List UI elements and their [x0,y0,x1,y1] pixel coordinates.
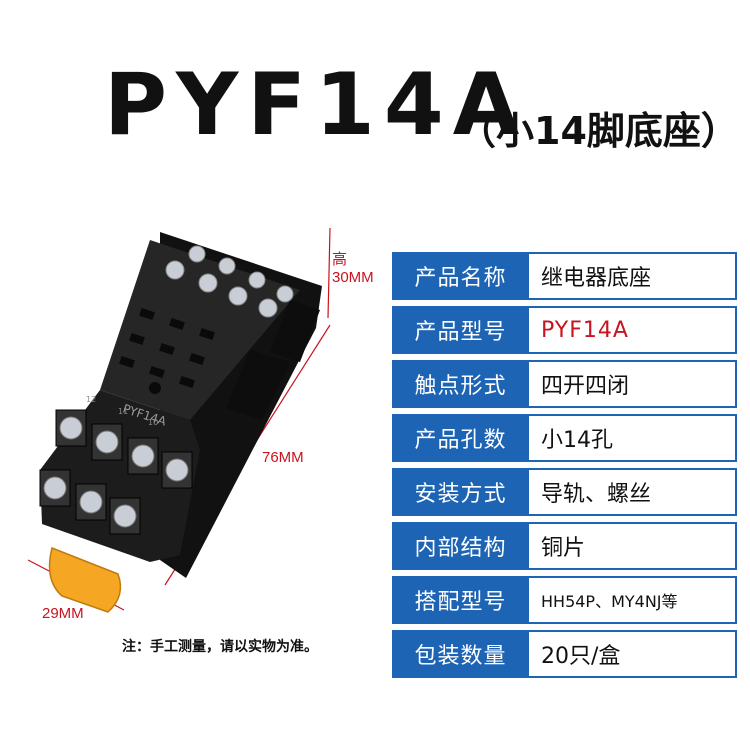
product-subtitle: （小14脚底座） [458,109,739,153]
height-dimension-label: 高 [332,251,348,268]
spec-row: 触点形式 四开四闭 [392,360,737,408]
spec-row: 搭配型号 HH54P、MY4NJ等 [392,576,737,624]
spec-row: 内部结构 铜片 [392,522,737,570]
measurement-note: 注：手工测量，请以实物为准。 [122,639,318,655]
height-dimension-line [327,227,331,319]
screw-icon [59,416,83,440]
spec-value: 四开四闭 [529,360,737,408]
spec-row: 包装数量 20只/盒 [392,630,737,678]
spec-label: 包装数量 [392,630,529,678]
spec-row: 产品名称 继电器底座 [392,252,737,300]
socket-body-top [100,240,300,420]
terminal-label-11: 11 [118,407,128,416]
spec-value: 小14孔 [529,414,737,462]
pin-holes [119,308,215,394]
screw-icon [165,260,185,280]
relay-socket-image: PYF14A 12 11 10 [27,227,331,613]
length-dimension: 76MM [262,449,304,466]
screw-icon [218,257,236,275]
screw-icon [228,286,248,306]
screw-icon [188,245,206,263]
terminal-label-10: 10 [148,418,158,427]
spec-value: 继电器底座 [529,252,737,300]
spec-value: HH54P、MY4NJ等 [529,576,737,624]
spec-value: 导轨、螺丝 [529,468,737,516]
screw-icon [95,430,119,454]
screw-icon [131,444,155,468]
screw-icon [43,476,67,500]
screw-icon [198,273,218,293]
top-screw-terminals [165,245,294,318]
din-rail-clip [48,546,122,613]
spec-table: 产品名称 继电器底座 产品型号 PYF14A 触点形式 四开四闭 产品孔数 小1… [392,246,737,684]
screw-icon [258,298,278,318]
screw-icon [248,271,266,289]
spec-label: 产品型号 [392,306,529,354]
spec-value: 20只/盒 [529,630,737,678]
spec-row: 产品孔数 小14孔 [392,414,737,462]
screw-icon [113,504,137,528]
width-dimension: 29MM [42,605,84,622]
spec-value: 铜片 [529,522,737,570]
height-dimension-value: 30MM [332,269,374,286]
spec-value: PYF14A [529,306,737,354]
spec-row: 安装方式 导轨、螺丝 [392,468,737,516]
screw-icon [165,458,189,482]
spec-label: 内部结构 [392,522,529,570]
spec-label: 搭配型号 [392,576,529,624]
screw-icon [79,490,103,514]
spec-label: 产品名称 [392,252,529,300]
spec-label: 触点形式 [392,360,529,408]
spec-label: 产品孔数 [392,414,529,462]
spec-label: 安装方式 [392,468,529,516]
screw-icon [276,285,294,303]
spec-row: 产品型号 PYF14A [392,306,737,354]
terminal-label-12: 12 [86,395,96,404]
product-model-title: PYF14A [104,55,529,155]
front-screw-terminals [39,409,193,535]
